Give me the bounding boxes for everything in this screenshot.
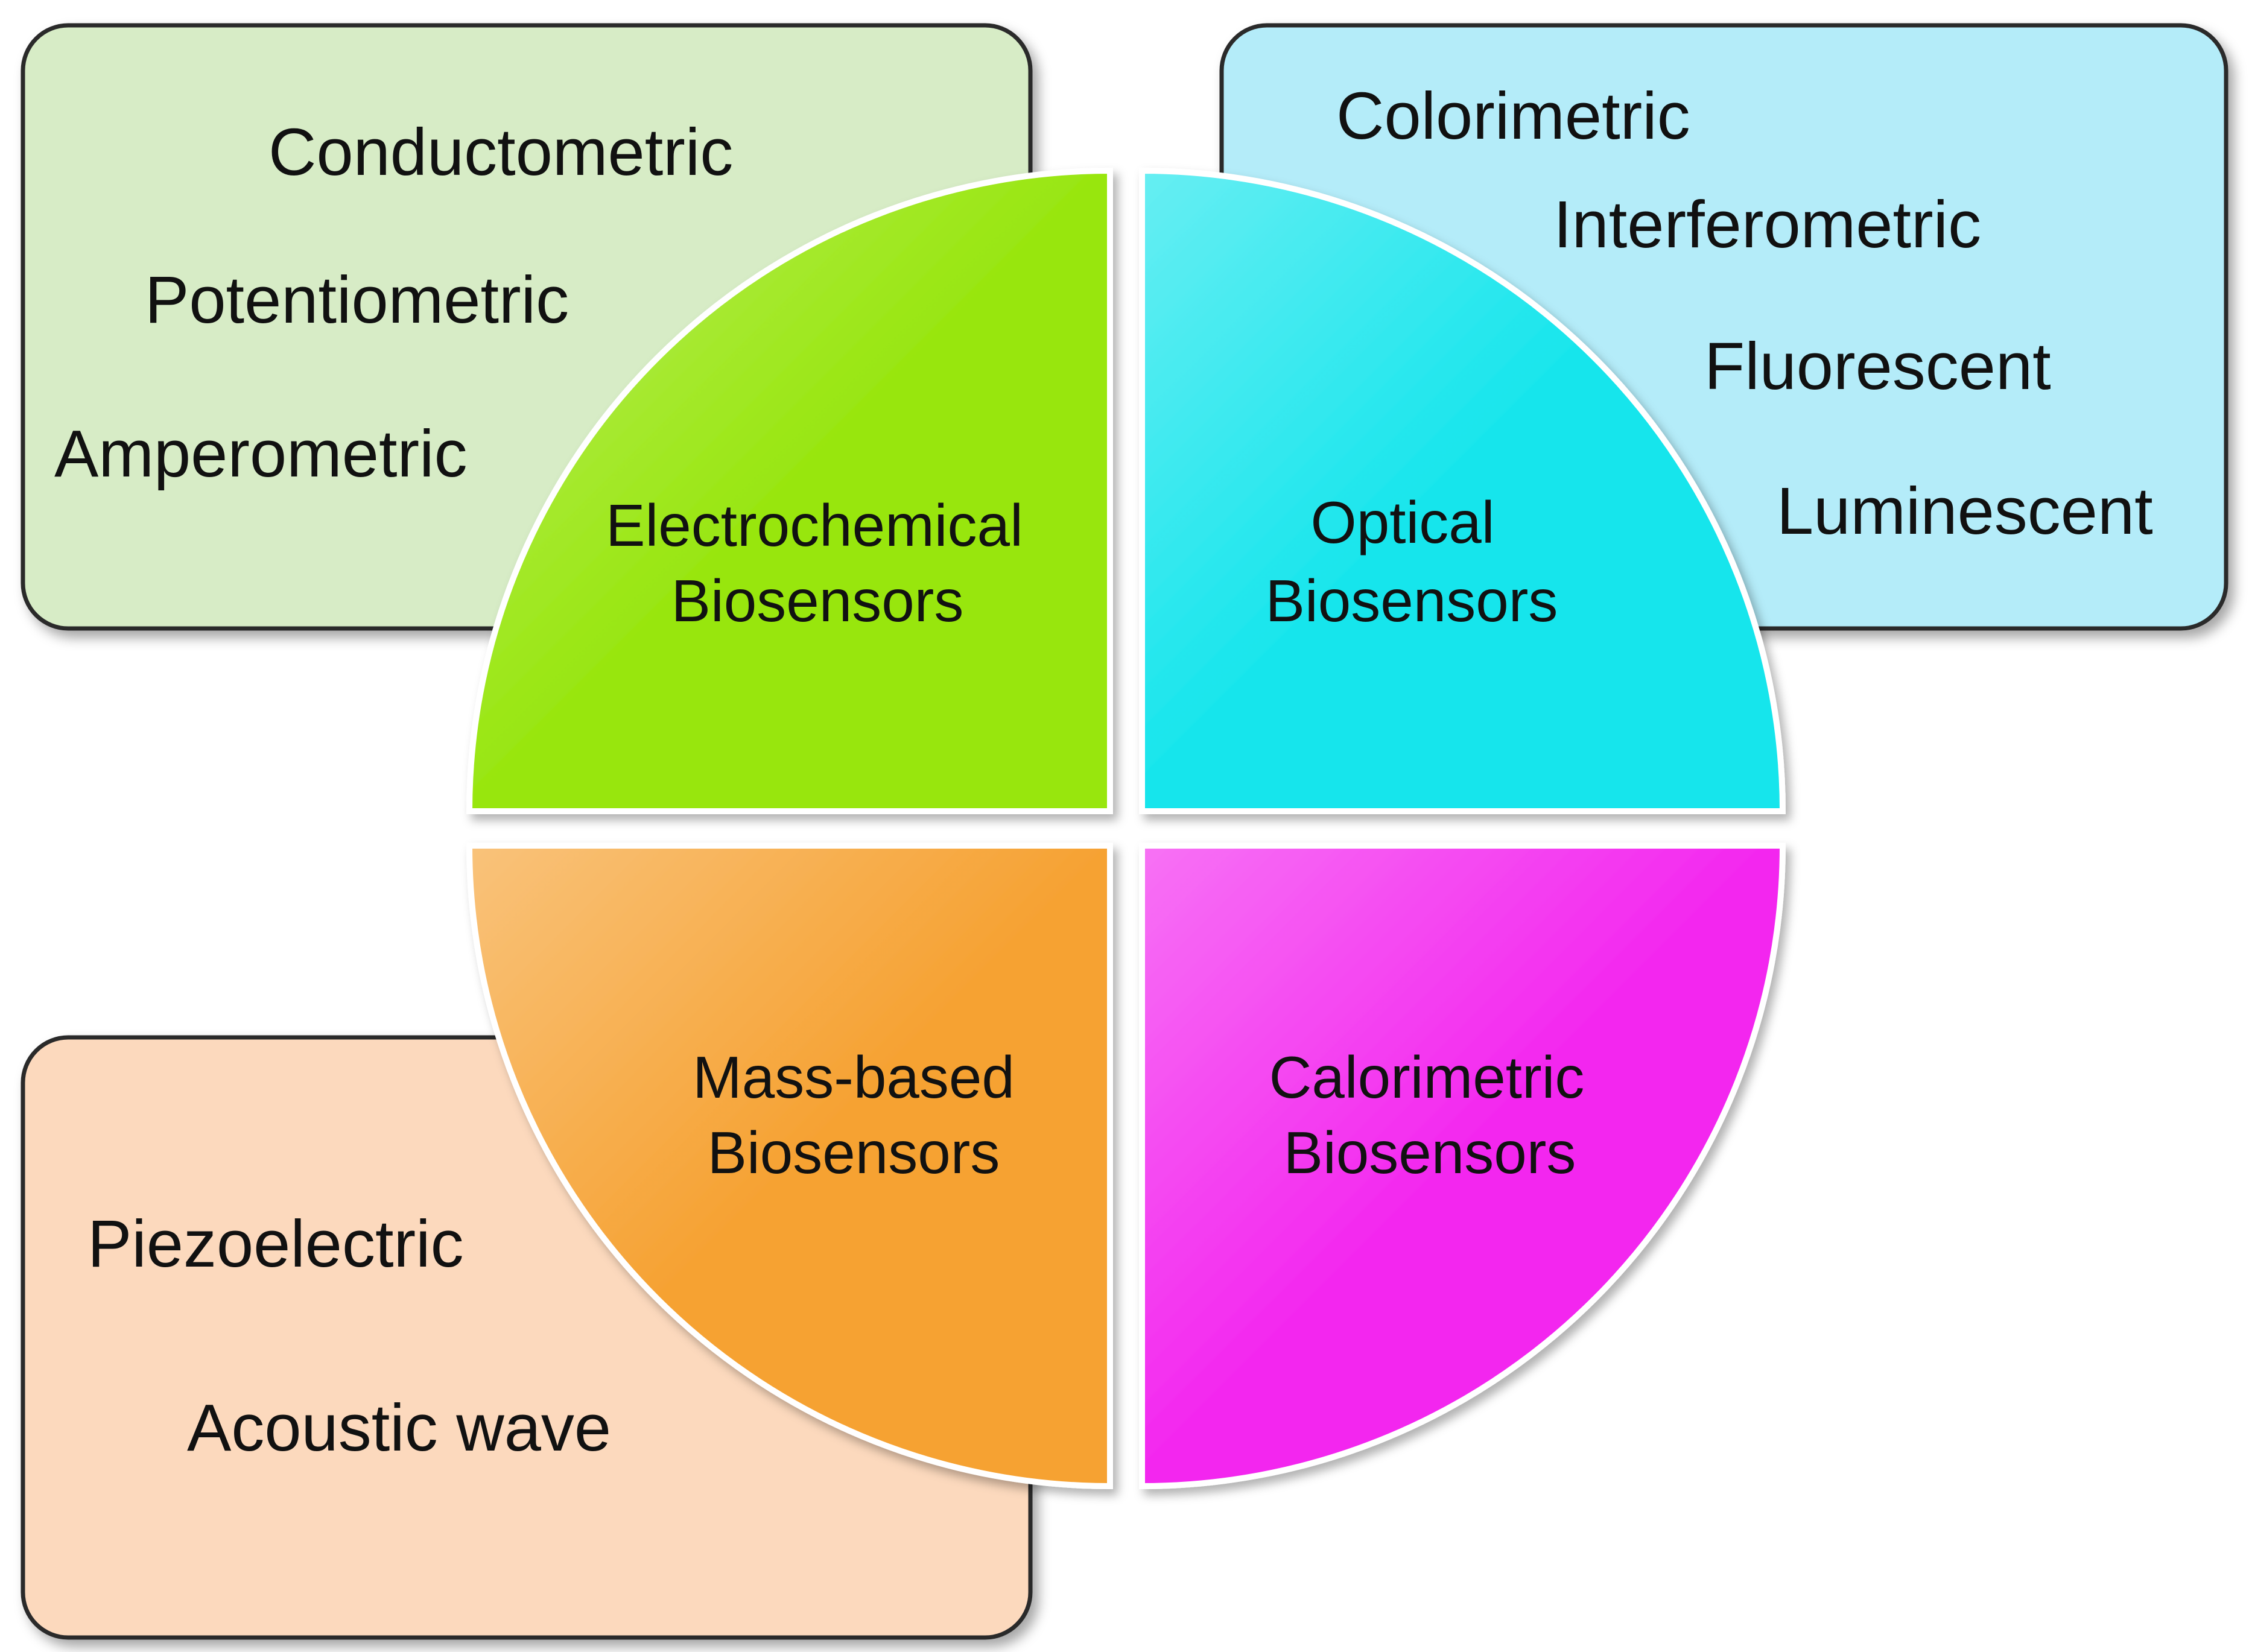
type-piezoelectric: Piezoelectric: [87, 1207, 464, 1281]
type-amperometric: Amperometric: [54, 417, 468, 491]
calorimetric-quadrant: [1139, 843, 1786, 1490]
calorimetric-biosensors-label: Calorimetric Biosensors: [1269, 1044, 1585, 1186]
optical-quadrant-shine: [1142, 171, 1783, 811]
type-conductometric: Conductometric: [268, 115, 733, 189]
electrochemical-quadrant-shine: [469, 171, 1110, 811]
optical-biosensors-label: Optical Biosensors: [1266, 489, 1558, 634]
electrochemical-biosensors-label: Electrochemical Biosensors: [606, 492, 1023, 634]
optical-quadrant: [1139, 167, 1786, 814]
mass-label-line1: Mass-based: [693, 1044, 1015, 1110]
type-colorimetric: Colorimetric: [1336, 79, 1690, 153]
mass-label-line2: Biosensors: [708, 1119, 1000, 1186]
type-fluorescent: Fluorescent: [1704, 329, 2051, 404]
type-potentiometric: Potentiometric: [145, 263, 569, 337]
optical-label-line2: Biosensors: [1266, 568, 1558, 634]
type-luminescent: Luminescent: [1777, 474, 2153, 548]
electrochemical-label-line2: Biosensors: [671, 568, 964, 634]
mass-quadrant: [466, 843, 1113, 1490]
mass-based-biosensors-label: Mass-based Biosensors: [693, 1044, 1015, 1186]
type-acoustic-wave: Acoustic wave: [187, 1391, 611, 1465]
electrochemical-quadrant: [466, 167, 1113, 814]
mass-quadrant-shine: [469, 846, 1110, 1486]
electrochemical-label-line1: Electrochemical: [606, 492, 1023, 559]
type-interferometric: Interferometric: [1553, 188, 1981, 262]
optical-label-line1: Optical: [1310, 489, 1494, 555]
calorimetric-label-line1: Calorimetric: [1269, 1044, 1585, 1110]
calorimetric-label-line2: Biosensors: [1284, 1119, 1576, 1186]
calorimetric-quadrant-shine: [1142, 846, 1783, 1486]
